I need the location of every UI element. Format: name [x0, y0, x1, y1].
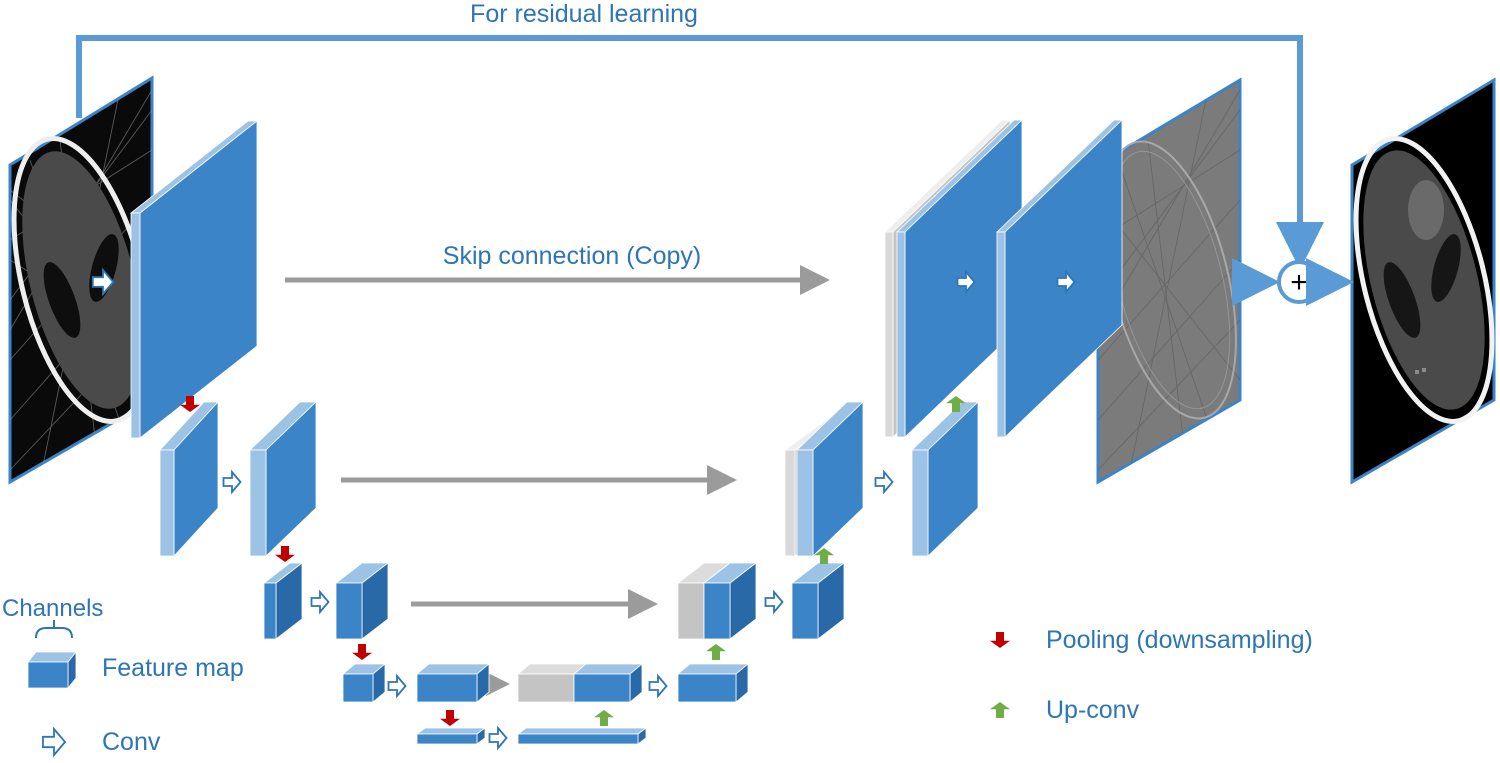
skip-connections [285, 265, 830, 696]
legend-up-shape [990, 702, 1010, 718]
input-image [8, 75, 154, 485]
operation-arrows [91, 267, 1076, 751]
plus-sign: + [1290, 266, 1308, 299]
output-image [1350, 77, 1496, 485]
sum-pipeline: + [1232, 258, 1354, 306]
decoder-l3-upconv [702, 562, 758, 640]
feature-maps [129, 119, 1123, 745]
decoder-l4-upconv [572, 663, 644, 703]
legend-upconv-label: Up-conv [1046, 696, 1140, 724]
encoder-l4-conv [415, 663, 491, 703]
legend-pooling-icon [990, 632, 1010, 648]
bottleneck-pool [415, 727, 487, 745]
legend: Channels Feature map Conv Pooling (downs… [2, 595, 1313, 758]
upconv-arrow-3 [814, 548, 834, 564]
pooling-arrow-3 [352, 644, 372, 660]
legend-feature-map-label: Feature map [102, 654, 244, 682]
upconv-arrow-4 [946, 396, 966, 412]
upconv-arrow-1 [594, 710, 614, 726]
legend-conv-label: Conv [102, 728, 161, 756]
conv-arrow-l2-dec [874, 469, 894, 495]
pooling-arrow-4 [440, 710, 460, 726]
pooling-arrow-1 [180, 396, 200, 412]
upconv-arrow-2 [706, 644, 726, 660]
encoder-l2-conv [249, 401, 317, 557]
residual-label: For residual learning [470, 0, 698, 28]
conv-arrow-l3 [310, 589, 330, 615]
decoder-l4-conv [676, 663, 750, 703]
decoder-l2-upconv [796, 401, 864, 557]
skip-connection-label: Skip connection (Copy) [443, 242, 701, 270]
bottleneck-conv [516, 727, 648, 745]
channels-brace-icon [35, 627, 73, 639]
conv-arrow-l4-dec [648, 673, 668, 699]
residual-connection [76, 35, 1324, 270]
encoder-l2-pool [159, 400, 219, 558]
legend-upconv-icon [990, 702, 1010, 718]
conv-arrow-l2 [222, 469, 242, 495]
conv-arrow-l3-dec [764, 589, 784, 615]
conv-arrow-bottleneck [488, 725, 508, 751]
legend-feature-map-icon [27, 650, 77, 690]
encoder-l3-conv [334, 562, 390, 640]
encoder-l4-pool [341, 663, 387, 703]
encoder-l3-pool [262, 562, 304, 640]
legend-channels-label: Channels [2, 595, 103, 622]
decoder-l3-conv [790, 562, 846, 640]
pooling-arrow-2 [275, 546, 295, 562]
conv-arrow-input [91, 267, 115, 297]
conv-arrow-l1-out [1056, 269, 1076, 295]
conv-arrow-l4 [387, 673, 407, 699]
legend-conv-shape [42, 726, 67, 758]
conv-arrow-l1-dec [956, 269, 976, 295]
encoder-l1-map [129, 120, 259, 439]
legend-conv-icon [42, 726, 67, 758]
decoder-l2-conv [911, 401, 979, 557]
legend-pool-shape [990, 632, 1010, 648]
legend-pooling-label: Pooling (downsampling) [1046, 626, 1313, 654]
legend-block-shape [27, 650, 77, 690]
